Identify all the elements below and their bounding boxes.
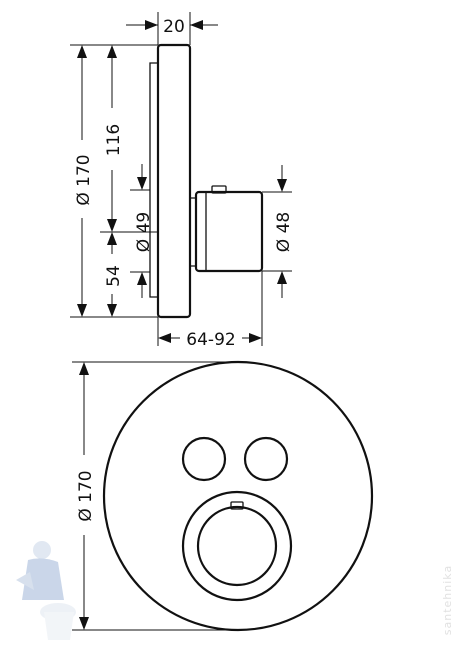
label-upper-offset: 116 — [104, 124, 124, 156]
label-depth: 20 — [163, 17, 185, 37]
arrow-knob-bottom — [277, 271, 287, 284]
side-knob-body — [194, 190, 264, 273]
side-view: 20 Ø 170 116 54 Ø 49 — [70, 12, 294, 350]
label-housing-diameter: Ø 49 — [134, 212, 154, 252]
front-knob-marker — [230, 501, 244, 510]
arrow-proj-left — [158, 333, 171, 343]
side-knob-stem — [190, 197, 196, 267]
front-knob-inner — [196, 505, 278, 587]
arrow-lower-top — [107, 232, 117, 245]
watermark-text: santehnika — [441, 565, 454, 635]
front-view: Ø 170 — [72, 360, 374, 632]
side-knob-top — [211, 185, 227, 194]
arrow-depth-left — [145, 20, 158, 30]
front-button-right — [243, 436, 289, 482]
arrow-front-top — [79, 362, 89, 375]
arrow-proj-right — [249, 333, 262, 343]
side-plate-body — [156, 43, 192, 319]
arrow-housing-top — [137, 177, 147, 190]
arrow-front-bottom — [79, 617, 89, 630]
plumber-mascot-icon — [16, 541, 76, 640]
label-lower-offset: 54 — [104, 265, 124, 287]
arrow-depth-right — [190, 20, 203, 30]
front-knob-outer — [181, 490, 293, 602]
label-plate-diameter: Ø 170 — [76, 470, 96, 521]
arrow-height-top — [77, 45, 87, 58]
label-knob-diameter: Ø 48 — [274, 212, 294, 252]
label-projection: 64-92 — [186, 330, 235, 350]
arrow-housing-bottom — [137, 272, 147, 285]
front-plate — [102, 360, 374, 632]
arrow-upper-top — [107, 45, 117, 58]
side-plate-rim — [149, 62, 158, 298]
arrow-upper-bottom — [107, 219, 117, 232]
arrow-knob-top — [277, 179, 287, 192]
front-button-left — [181, 436, 227, 482]
watermark: santehnika — [16, 541, 454, 640]
label-proj-bg — [180, 328, 242, 348]
label-overall-height: Ø 170 — [74, 154, 94, 205]
arrow-height-bottom — [77, 304, 87, 317]
arrow-lower-bottom — [107, 304, 117, 317]
